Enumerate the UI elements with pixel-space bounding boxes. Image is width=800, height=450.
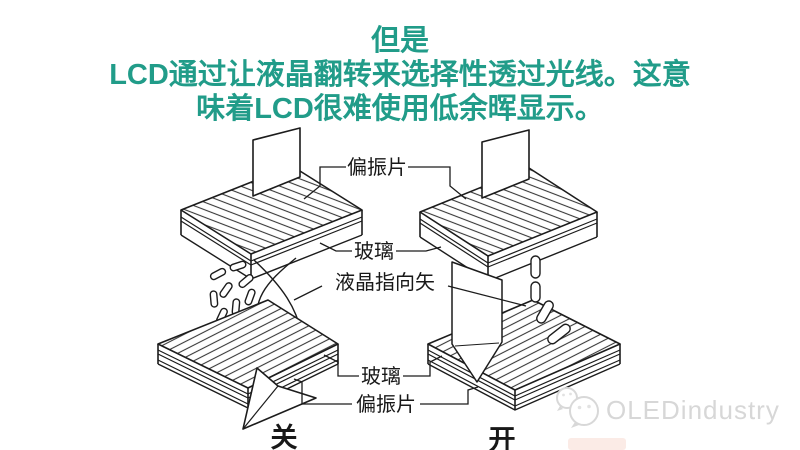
label-polarizer-top: 偏振片 xyxy=(347,156,407,179)
bottom-stamp-fragment xyxy=(568,438,626,450)
state-on-label: 开 xyxy=(489,425,516,450)
watermark: OLEDindustry xyxy=(556,387,780,450)
right-top-plate xyxy=(419,167,598,282)
left-output-arrow xyxy=(242,367,317,430)
lcd-cell-off: 关 xyxy=(157,127,363,450)
lcd-cell-on: 开 xyxy=(419,129,621,450)
watermark-text: OLEDindustry xyxy=(606,395,780,425)
left-top-plate xyxy=(180,165,363,280)
left-light-sheet xyxy=(252,127,301,197)
title-line-1: 但是 xyxy=(370,25,429,57)
label-glass-bottom: 玻璃 xyxy=(361,365,401,388)
right-lc-molecules xyxy=(530,255,571,345)
right-light-sheet-through xyxy=(451,261,503,383)
label-polarizer-bottom: 偏振片 xyxy=(356,393,416,416)
label-lc-director: 液晶指向矢 xyxy=(335,271,435,294)
title-line-3: 味着LCD很难使用低余晖显示。 xyxy=(196,93,604,125)
diagram-callouts: 偏振片 玻璃 液晶指向矢 玻璃 偏振片 xyxy=(293,156,527,416)
wechat-logo-icon xyxy=(556,387,599,428)
left-bottom-plate xyxy=(157,299,339,409)
state-off-label: 关 xyxy=(271,423,298,450)
label-glass-top: 玻璃 xyxy=(354,240,394,263)
slide-title: 但是 LCD通过让液晶翻转来选择性透过光线。这意 味着LCD很难使用低余晖显示。 xyxy=(0,24,800,126)
right-light-sheet-top xyxy=(481,129,530,199)
title-line-2: LCD通过让液晶翻转来选择性透过光线。这意 xyxy=(109,59,691,91)
